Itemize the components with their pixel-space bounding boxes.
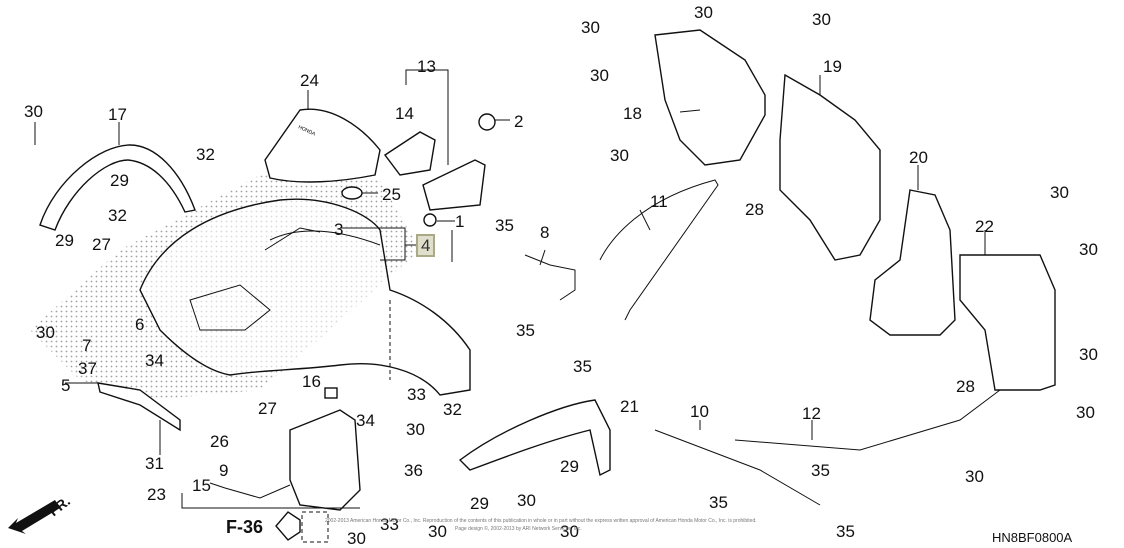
- callout-30[interactable]: 30: [1050, 183, 1069, 202]
- callout-36[interactable]: 35: [495, 216, 514, 235]
- f36-arrow: [275, 511, 301, 541]
- callout-30[interactable]: 30: [581, 18, 600, 37]
- callout-2[interactable]: 2: [514, 112, 524, 131]
- cap-part-2[interactable]: [478, 113, 496, 131]
- callout-24[interactable]: 24: [300, 71, 319, 90]
- lid-assembly-part-13[interactable]: [422, 159, 486, 211]
- callout-10[interactable]: 10: [690, 402, 709, 421]
- callout-29[interactable]: 29: [110, 171, 129, 190]
- callout-30[interactable]: 30: [1079, 345, 1098, 364]
- callout-6[interactable]: 6: [135, 315, 145, 334]
- rod-part-10[interactable]: [654, 429, 821, 506]
- callout-30[interactable]: 30: [1079, 240, 1098, 259]
- callout-35[interactable]: 36: [404, 461, 423, 480]
- callout-3[interactable]: 3: [334, 220, 344, 239]
- callout-29[interactable]: 29: [560, 457, 579, 476]
- rear-fender-part-21[interactable]: [458, 399, 611, 477]
- callout-12[interactable]: 12: [802, 404, 821, 423]
- callout-36[interactable]: 35: [516, 321, 535, 340]
- callout-30[interactable]: 30: [517, 491, 536, 510]
- callout-30[interactable]: 30: [428, 522, 447, 541]
- grip-part-5[interactable]: [97, 382, 181, 432]
- front-cover-part-24[interactable]: [264, 108, 381, 183]
- guard-bar-part-17[interactable]: [39, 144, 196, 231]
- callout-28[interactable]: 28: [745, 200, 764, 219]
- callout-36[interactable]: 35: [811, 461, 830, 480]
- callout-28[interactable]: 28: [956, 377, 975, 396]
- callout-21[interactable]: 21: [620, 397, 639, 416]
- washer-part-1[interactable]: [423, 213, 437, 227]
- callout-32[interactable]: 32: [196, 145, 215, 164]
- callout-30[interactable]: 30: [1076, 403, 1095, 422]
- callout-30[interactable]: 30: [347, 529, 366, 548]
- callout-26[interactable]: 26: [210, 432, 229, 451]
- front-fender-part-4[interactable]: [139, 198, 471, 396]
- callout-17[interactable]: 17: [108, 105, 127, 124]
- callout-30[interactable]: 30: [590, 66, 609, 85]
- callout-4-highlighted[interactable]: 4: [416, 234, 436, 257]
- f36-reference-box: [301, 511, 329, 543]
- callout-30[interactable]: 30: [24, 102, 43, 121]
- leader-lines: [34, 69, 986, 509]
- callout-8[interactable]: 8: [540, 223, 550, 242]
- callout-25[interactable]: 25: [382, 185, 401, 204]
- hose-part-15[interactable]: [224, 484, 291, 499]
- callout-33[interactable]: 33: [407, 385, 426, 404]
- callout-29[interactable]: 29: [55, 231, 74, 250]
- grommet-part-25[interactable]: [341, 186, 363, 200]
- callout-31[interactable]: 31: [145, 454, 164, 473]
- stay-part-8[interactable]: [524, 254, 576, 301]
- callout-30[interactable]: 30: [610, 146, 629, 165]
- callout-33[interactable]: 33: [380, 515, 399, 534]
- callout-5[interactable]: 5: [61, 376, 71, 395]
- callout-34[interactable]: 34: [356, 411, 375, 430]
- callout-15[interactable]: 15: [192, 476, 211, 495]
- callout-13[interactable]: 13: [417, 57, 436, 76]
- clip-part-16[interactable]: [324, 387, 338, 399]
- callout-27[interactable]: 27: [92, 235, 111, 254]
- rod-part-12[interactable]: [734, 389, 1001, 451]
- stay-rod-part-11[interactable]: [599, 179, 719, 321]
- callout-18[interactable]: 18: [623, 104, 642, 123]
- callout-1[interactable]: 1: [455, 212, 465, 231]
- callout-27[interactable]: 27: [258, 399, 277, 418]
- lid-part-14[interactable]: [383, 131, 436, 176]
- inner-panel-part-18[interactable]: [654, 29, 766, 166]
- callout-34[interactable]: 34: [145, 351, 164, 370]
- reference-page-label[interactable]: F-36: [226, 517, 264, 537]
- callout-23[interactable]: 23: [147, 485, 166, 504]
- callout-14[interactable]: 14: [395, 104, 414, 123]
- side-cover-part-20[interactable]: [869, 189, 956, 336]
- callout-16[interactable]: 16: [302, 372, 321, 391]
- callout-19[interactable]: 19: [823, 57, 842, 76]
- side-cover-part-19[interactable]: [779, 73, 881, 261]
- callout-36[interactable]: 35: [709, 493, 728, 512]
- callout-29[interactable]: 29: [470, 494, 489, 513]
- diagram-code: HN8BF0800A: [992, 530, 1073, 545]
- callout-30[interactable]: 30: [965, 467, 984, 486]
- callout-20[interactable]: 20: [909, 148, 928, 167]
- callout-36[interactable]: 35: [573, 357, 592, 376]
- box-part-23[interactable]: [289, 409, 361, 511]
- callout-30[interactable]: 30: [560, 522, 579, 541]
- callout-36[interactable]: 35: [836, 522, 855, 541]
- callout-7[interactable]: 7: [82, 336, 92, 355]
- callout-30[interactable]: 30: [36, 323, 55, 342]
- callout-30[interactable]: 30: [694, 3, 713, 22]
- callout-30[interactable]: 30: [812, 10, 831, 29]
- callout-22[interactable]: 22: [975, 217, 994, 236]
- callout-32[interactable]: 32: [108, 206, 127, 225]
- callout-9[interactable]: 9: [219, 461, 229, 480]
- callout-30[interactable]: 30: [406, 420, 425, 439]
- front-direction-arrow: [8, 500, 60, 534]
- copyright-line-1: 2002-2013 American Honda Motor Co., Inc.…: [325, 518, 757, 524]
- copyright-line-2: Page design ©, 2002-2013 by ARI Network …: [455, 526, 582, 532]
- callout-37[interactable]: 37: [78, 359, 97, 378]
- panel-part-22[interactable]: [959, 254, 1056, 391]
- callout-11[interactable]: 11: [650, 192, 668, 211]
- callout-32[interactable]: 32: [443, 400, 462, 419]
